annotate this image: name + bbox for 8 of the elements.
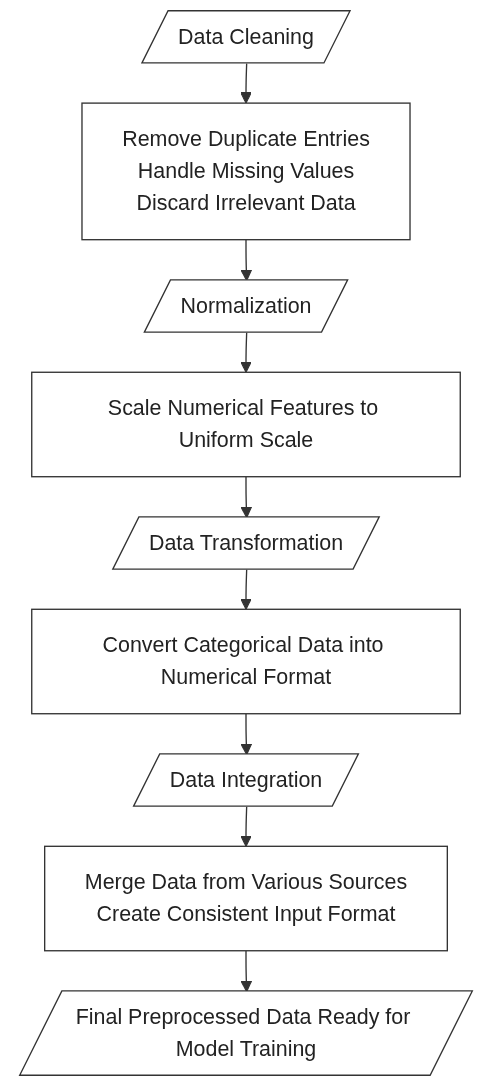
node-box: Remove Duplicate Entries Handle Missing Values Discard Irrelevant Data [81,102,411,241]
arrow [240,332,252,373]
node-box: Merge Data from Various Sources Create Consistent Input Format [44,845,448,952]
arrow [240,806,252,847]
node-box: Convert Categorical Data into Numerical Format [31,608,461,715]
arrow [240,569,252,610]
arrow [240,62,252,104]
node-box: Scale Numerical Features to Uniform Scale [31,371,461,478]
